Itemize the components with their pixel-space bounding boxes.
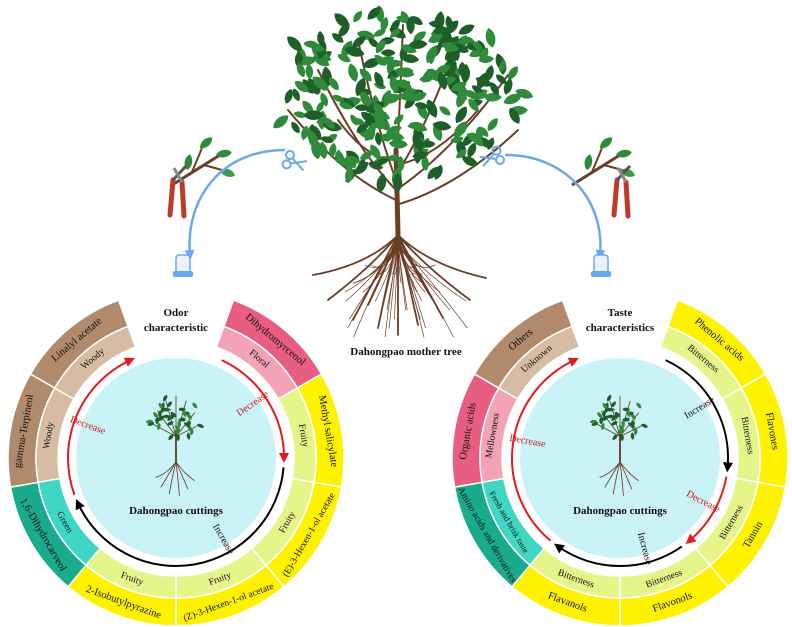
right-pruning-shears-icon xyxy=(611,164,632,219)
left-propagation-arrow xyxy=(184,148,286,260)
left-planting-hand-icon xyxy=(173,254,193,277)
right-scissors-icon xyxy=(479,145,505,167)
right-planting-hand-icon xyxy=(591,254,611,277)
odor-title-line2: characteristic xyxy=(144,322,208,334)
odor-attribute-segment xyxy=(53,325,137,401)
taste-increase-arrow-lower xyxy=(553,543,683,567)
odor-decrease-arrow-left xyxy=(67,357,135,496)
right-propagation-arrow xyxy=(504,153,606,260)
odor-increase-arrow xyxy=(75,467,285,567)
odor-attribute-label: Woody xyxy=(42,421,57,450)
taste-title-line2: characteristics xyxy=(586,322,655,334)
mother-tree-illustration xyxy=(270,4,535,338)
taste-wheel: Phenolic acidsBitternessFlavonesBitterne… xyxy=(451,299,789,627)
left-pruning-shears-icon xyxy=(167,164,188,219)
odor-decrease-arrow-right xyxy=(221,359,289,463)
left-cut-branch-icon xyxy=(171,134,237,187)
mother-tree-label: Dahongpao mother tree xyxy=(350,346,462,358)
taste-title-line1: Taste xyxy=(608,307,633,319)
taste-increase-arrow-upper xyxy=(665,359,734,473)
odor-cutting-tree-illustration xyxy=(145,393,205,497)
right-cut-branch-icon xyxy=(571,134,637,187)
odor-attribute-label: Fruity xyxy=(296,423,310,448)
odor-title-line1: Odor xyxy=(163,307,188,319)
left-scissors-icon xyxy=(281,150,308,172)
taste-center-label: Dahongpao cuttings xyxy=(573,505,668,517)
taste-cutting-tree-illustration xyxy=(589,393,649,497)
taste-decrease-arrow-right xyxy=(685,476,728,544)
taste-decrease-arrow-left xyxy=(511,357,579,542)
taste-attribute-segment xyxy=(497,325,581,401)
odor-center-label: Dahongpao cuttings xyxy=(129,505,224,517)
